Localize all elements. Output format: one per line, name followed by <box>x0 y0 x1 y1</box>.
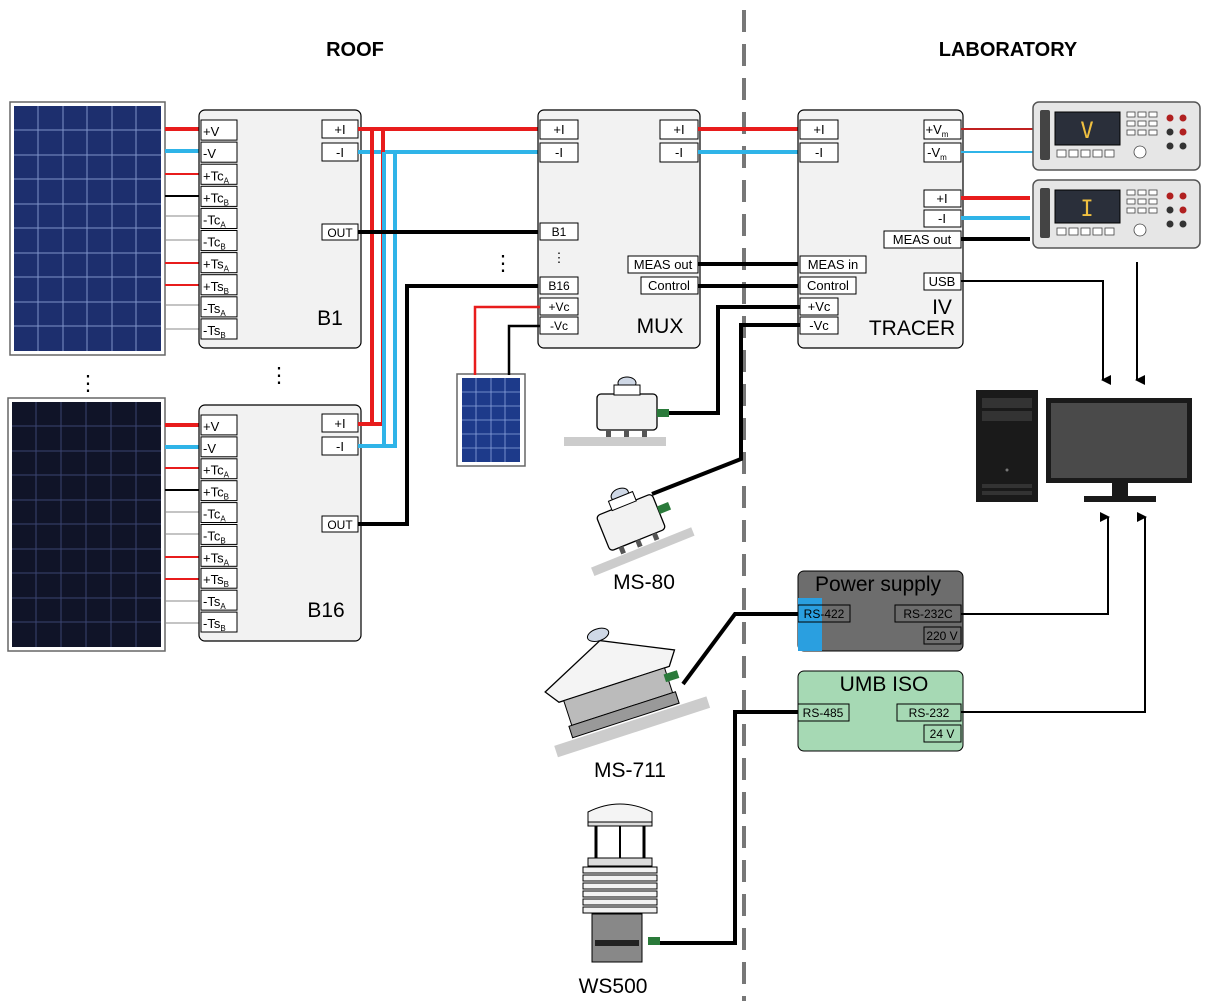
terminal-b1-1: -V <box>203 146 216 161</box>
mux-input-minus-i: -I <box>555 145 563 160</box>
tracer-input-control: Control <box>807 278 849 293</box>
tracer-to-meter-wires <box>961 128 1145 385</box>
terminal-b1-3: +TcB <box>203 190 229 207</box>
power-supply-port-rs232c: RS-232C <box>903 607 953 621</box>
terminal-b16-1: -V <box>203 441 216 456</box>
laboratory-header: LABORATORY <box>939 39 1078 61</box>
terminal-b16-8: -TsA <box>203 594 226 611</box>
terminal-b16-3: +TcB <box>203 485 229 502</box>
pyrheliometer-ms711 <box>544 627 711 758</box>
ms80-label: MS-80 <box>613 571 675 594</box>
b1-output-minus-i: -I <box>336 145 344 160</box>
b1-output-plus-i: +I <box>334 122 345 137</box>
terminal-b1-0: +V <box>203 124 220 139</box>
terminal-b1-7: +TsB <box>203 279 229 296</box>
terminal-b1-5: -TcB <box>203 235 226 252</box>
roof-header: ROOF <box>326 39 384 61</box>
terminal-b1-4: -TcA <box>203 213 226 230</box>
power-supply-port-rs422: RS-422 <box>804 607 845 621</box>
tracer-input-plus-i: +I <box>813 122 824 137</box>
terminal-b1-2: +TcA <box>203 168 230 185</box>
terminal-b16-7: +TsB <box>203 572 229 589</box>
tracer-output-minus-i: -I <box>938 211 946 226</box>
ammeter: I <box>1032 179 1201 249</box>
pyranometer-horizontal <box>564 376 669 446</box>
junction-box-b1: +V-V+TcA+TcB-TcA-TcB+TsA+TsB-TsA-TsB +I … <box>198 109 362 349</box>
ms711-label: MS-711 <box>594 759 666 782</box>
terminal-b1-6: +TsA <box>203 257 230 274</box>
umb-iso-converter: UMB ISO RS-485 RS-232 24 V <box>797 670 964 752</box>
tracer-input-plus-vc: +Vc <box>808 299 831 314</box>
tracer-output-usb: USB <box>929 274 956 289</box>
box-ellipsis: ⋮ <box>269 364 290 387</box>
mux-input-plus-i: +I <box>553 122 564 137</box>
computer-monitor <box>1046 398 1192 502</box>
terminal-b16-5: -TcB <box>203 528 226 545</box>
tracer-input-minus-vc: -Vc <box>809 318 829 333</box>
terminal-b16-2: +TcA <box>203 463 230 480</box>
mux-input-plus-vc: +Vc <box>548 300 569 314</box>
pv-module-1 <box>9 101 166 356</box>
terminal-b1-9: -TsB <box>203 323 226 340</box>
module-wires <box>165 127 201 624</box>
computer-tower <box>976 390 1038 502</box>
terminal-b16-0: +V <box>203 419 220 434</box>
weather-station-ws500 <box>582 803 660 963</box>
b16-output-plus-i: +I <box>334 416 345 431</box>
tracer-output-plus-vm: +Vm <box>926 122 949 139</box>
iv-tracer: +I -I MEAS in Control +Vc -Vc +Vm -Vm +I… <box>797 109 964 349</box>
mux-input-ellipsis: ⋮ <box>493 252 514 275</box>
ammeter-display: I <box>1080 197 1093 222</box>
tracer-input-meas-in: MEAS in <box>808 257 859 272</box>
b16-label: B16 <box>307 599 344 622</box>
tracer-label-tracer: TRACER <box>869 317 955 340</box>
box-to-mux-wires <box>358 127 540 526</box>
tracer-output-meas-out: MEAS out <box>893 232 952 247</box>
mux: +I -I B1 ⋮ B16 +Vc -Vc +I -I MEAS out Co… <box>537 109 701 349</box>
power-supply-title: Power supply <box>815 573 942 596</box>
module-ellipsis: ⋮ <box>78 372 99 395</box>
mux-output-plus-i: +I <box>673 122 684 137</box>
terminal-b16-9: -TsB <box>203 616 226 633</box>
power-supply: Power supply RS-422 RS-232C 220 V <box>797 570 964 652</box>
ws500-label: WS500 <box>579 975 648 998</box>
tracer-output-minus-vm: -Vm <box>927 145 947 162</box>
power-supply-220v: 220 V <box>926 629 957 643</box>
tracer-output-plus-i: +I <box>936 191 947 206</box>
umb-title: UMB ISO <box>840 673 929 696</box>
junction-box-b16: +V-V+TcA+TcB-TcA-TcB+TsA+TsB-TsA-TsB +I … <box>198 404 362 642</box>
mux-vertical-ellipsis: ⋮ <box>553 250 566 265</box>
mux-input-b16: B16 <box>548 279 570 293</box>
mux-output-minus-i: -I <box>675 145 683 160</box>
tracer-input-minus-i: -I <box>815 145 823 160</box>
mux-label: MUX <box>637 315 684 338</box>
pv-module-16 <box>7 397 166 652</box>
voltmeter: V <box>1032 101 1201 171</box>
mux-input-b1: B1 <box>552 225 567 239</box>
b1-label: B1 <box>317 307 343 330</box>
pyranometer-ms80 <box>591 487 695 577</box>
b16-output-minus-i: -I <box>336 439 344 454</box>
tracer-label-iv: IV <box>932 296 952 319</box>
reference-cell <box>456 373 526 467</box>
mux-output-meas-out: MEAS out <box>634 257 693 272</box>
terminal-b16-6: +TsA <box>203 550 230 567</box>
umb-port-rs485: RS-485 <box>803 706 844 720</box>
terminal-b16-4: -TcA <box>203 507 226 524</box>
mux-output-control: Control <box>648 278 690 293</box>
b1-output-out: OUT <box>327 226 353 240</box>
b16-output-out: OUT <box>327 518 353 532</box>
mux-input-minus-vc: -Vc <box>550 319 568 333</box>
umb-port-rs232: RS-232 <box>909 706 950 720</box>
mux-to-tracer-wires <box>698 127 800 288</box>
voltmeter-display: V <box>1080 119 1093 144</box>
umb-24v: 24 V <box>930 727 955 741</box>
terminal-b1-8: -TsA <box>203 301 226 318</box>
